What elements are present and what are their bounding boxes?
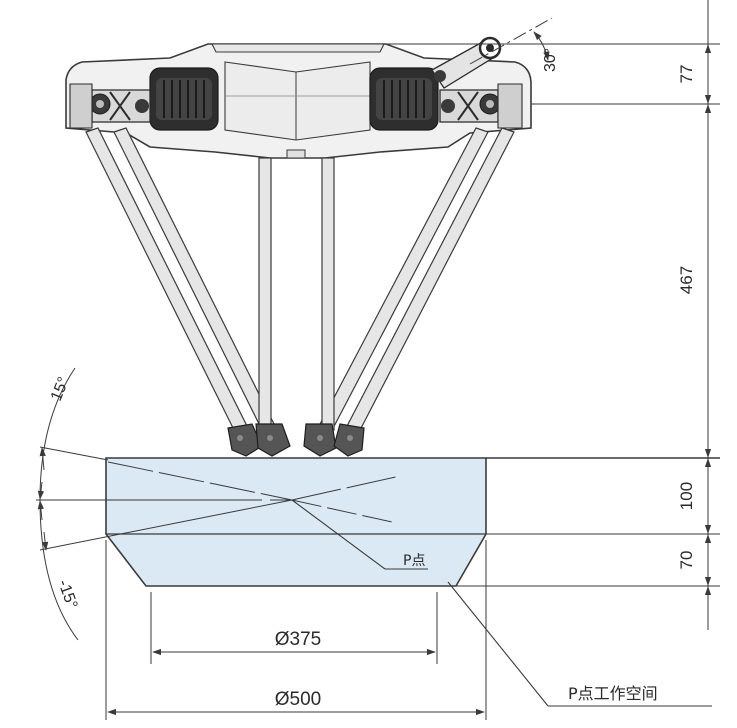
right-arm-outer — [345, 127, 515, 435]
dim-467-label: 467 — [677, 266, 696, 294]
tilt-line-2b — [291, 475, 401, 501]
diameter-375-label: Ø375 — [275, 629, 321, 650]
left-arm-inner — [113, 127, 277, 435]
robot-base — [65, 36, 532, 159]
base-center-panel — [224, 61, 371, 141]
base-top-cover — [211, 43, 385, 53]
dim-77-label: 77 — [677, 65, 696, 84]
diameter-500-label: Ø500 — [275, 689, 321, 710]
right-upper-arm-joint — [439, 83, 523, 129]
right-arm-inner — [317, 127, 489, 435]
angle-30-label: 30° — [542, 48, 559, 72]
p-point-leader — [291, 499, 386, 570]
center-arm-left — [258, 157, 272, 431]
end-effector — [227, 423, 365, 457]
right-motor — [369, 67, 439, 131]
vertical-dimensions: 77 467 100 70 — [386, 0, 720, 630]
center-arm-right — [321, 157, 335, 431]
workspace-shape — [105, 457, 487, 587]
center-tab — [286, 149, 306, 159]
dim-70-label: 70 — [677, 551, 696, 570]
tilt-line-1 — [107, 461, 293, 501]
left-angle-dimensions: 15° -15° — [37, 367, 80, 641]
tilt-line-1b — [291, 499, 393, 523]
parallel-arms — [85, 127, 515, 435]
angle-arc-30 — [533, 31, 550, 61]
p-workspace-label: P点工作空间 — [568, 684, 658, 703]
workspace-envelope: P点 — [36, 446, 487, 587]
left-upper-arm-joint — [69, 83, 151, 129]
dim-100-label: 100 — [677, 482, 696, 510]
upper-angle-ray — [39, 446, 109, 461]
workspace-callout: P点工作空间 — [447, 581, 712, 707]
top-angle-dimension: 30° — [469, 17, 559, 72]
diameter-dimensions: Ø375 Ø500 — [105, 540, 487, 720]
left-arm-outer — [85, 127, 249, 435]
angle-ray-30 — [469, 17, 553, 65]
angle-15-label: 15° — [48, 375, 73, 404]
p-point-label: P点 — [403, 553, 425, 569]
top-right-tilted-arm — [431, 36, 502, 89]
tilt-line-2 — [39, 499, 293, 551]
left-motor — [149, 67, 219, 131]
angle-arc-left — [39, 367, 79, 641]
workspace-leader — [447, 581, 549, 707]
